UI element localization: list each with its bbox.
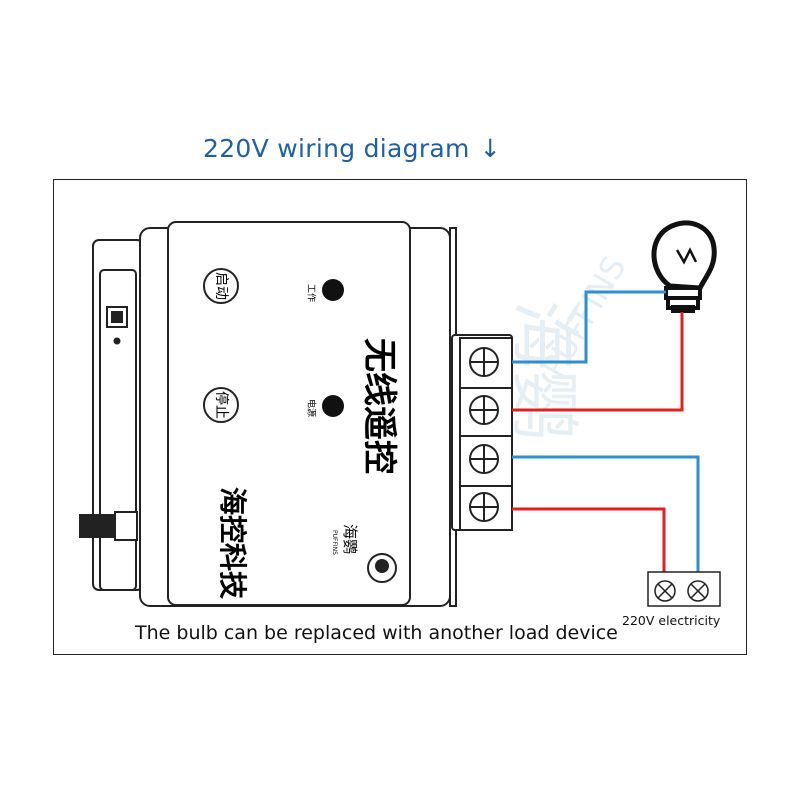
work-indicator-label: 工作 bbox=[306, 284, 318, 302]
start-button-label: 启动 bbox=[213, 272, 229, 300]
logo-text: 海鹦 bbox=[341, 524, 359, 554]
diagram-title: 220V wiring diagram ↓ bbox=[203, 134, 501, 163]
stop-button bbox=[203, 387, 239, 423]
power-indicator-label: 电源 bbox=[306, 399, 318, 417]
live-wire-bulb bbox=[512, 312, 684, 412]
rail-clip bbox=[79, 514, 119, 538]
neutral-wire-bulb bbox=[512, 290, 666, 364]
start-button bbox=[203, 268, 239, 304]
logo-sub: PUFFINS bbox=[331, 530, 338, 555]
light-bulb-icon bbox=[651, 220, 717, 313]
diagram-frame bbox=[53, 179, 747, 655]
device-face bbox=[167, 221, 411, 606]
caption: The bulb can be replaced with another lo… bbox=[135, 622, 618, 644]
power-terminal bbox=[647, 571, 721, 607]
diagram-title-text: 220V wiring diagram bbox=[203, 134, 470, 163]
neutral-wire-supply bbox=[512, 455, 700, 588]
live-wire-supply bbox=[512, 507, 666, 588]
device-body bbox=[139, 221, 457, 607]
power-label: 220V electricity bbox=[622, 613, 721, 628]
device-controls: 启动 停止 工作 电源 bbox=[203, 268, 344, 423]
device-logo: 海鹦 PUFFINS bbox=[331, 524, 397, 583]
mounting-rail bbox=[79, 239, 144, 591]
terminal-block bbox=[451, 334, 513, 531]
work-indicator-led bbox=[322, 279, 344, 301]
company-vertical: 海控科技 bbox=[216, 487, 249, 599]
stop-button-label: 停止 bbox=[213, 391, 230, 419]
down-arrow-icon: ↓ bbox=[479, 134, 501, 163]
watermark-cn: 海鹦 bbox=[503, 300, 585, 440]
wires bbox=[512, 290, 700, 588]
brand-vertical: 无线遥控 bbox=[359, 338, 399, 474]
power-indicator-led bbox=[322, 395, 344, 417]
